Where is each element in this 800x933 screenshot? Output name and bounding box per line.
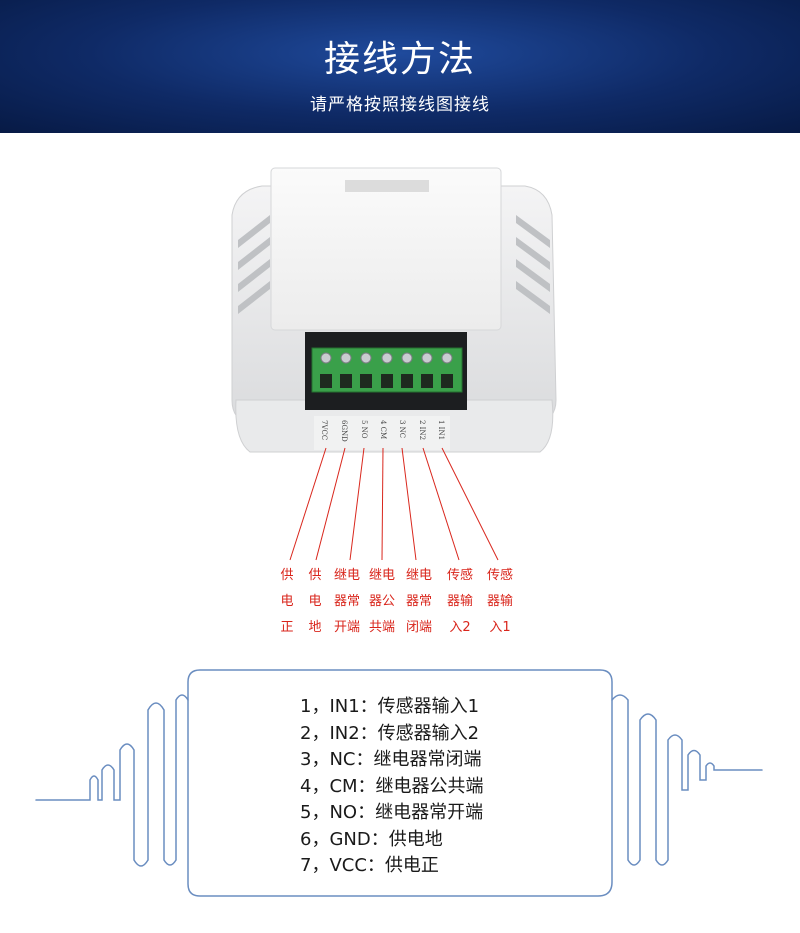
label-in1: 传感器输入1 (486, 568, 513, 635)
terminal-label-nc: 3 NC (398, 420, 406, 438)
terminal-label-strip (314, 416, 450, 450)
wiring-item-3: 3，NC：继电器常闭端 (300, 749, 482, 770)
label-gnd: 供电地 (308, 568, 322, 635)
terminal-label-no: 5 NO (360, 420, 368, 439)
frame-wave-right (611, 694, 763, 866)
terminal-label-in2: 2 IN2 (418, 420, 426, 440)
terminal-label-in1: 1 IN1 (437, 420, 445, 440)
terminal-label-vcc: 7VCC (320, 420, 328, 440)
wave-frame (35, 669, 763, 897)
label-in2: 传感器输入2 (446, 568, 473, 635)
terminal-slots (320, 374, 453, 388)
leader-lines (289, 447, 499, 561)
header-banner: 接线方法 请严格按照接线图接线 (0, 0, 800, 133)
page-subtitle: 请严格按照接线图接线 (310, 95, 490, 115)
frame-box (187, 669, 613, 897)
label-vcc: 供电正 (280, 568, 294, 635)
label-no: 继电器常开端 (333, 568, 360, 635)
terminal-descriptions: 供电正 供电地 继电器常开端 继电器公共端 继电器常闭端 传感器输入2 传感器输… (0, 563, 800, 643)
frame-wave-left (35, 694, 189, 867)
wiring-list: 1，IN1：传感器输入1 2，IN2：传感器输入2 3，NC：继电器常闭端 4，… (300, 694, 620, 880)
device-illustration: 7VCC 6GND 5 NO 4 CM 3 NC 2 IN2 1 IN1 (231, 167, 557, 561)
terminal-label-cm: 4 CM (379, 420, 387, 439)
device-cover (270, 167, 502, 331)
terminal-labels: 7VCC 6GND 5 NO 4 CM 3 NC 2 IN2 1 IN1 (320, 420, 445, 442)
label-cm: 继电器公共端 (368, 568, 395, 635)
label-nc: 继电器常闭端 (405, 568, 432, 635)
vent-left (238, 215, 270, 314)
wiring-item-6: 6，GND：供电地 (300, 828, 443, 850)
vent-right (516, 215, 550, 314)
wiring-item-5: 5，NO：继电器常开端 (300, 802, 484, 823)
wiring-item-7: 7，VCC：供电正 (300, 855, 439, 876)
terminal-label-gnd: 6GND (340, 420, 348, 442)
wiring-item-2: 2，IN2：传感器输入2 (300, 722, 480, 744)
terminal-screws (320, 352, 453, 364)
page-title: 接线方法 (323, 39, 476, 80)
wiring-item-4: 4，CM：继电器公共端 (300, 775, 484, 797)
wiring-item-1: 1，IN1：传感器输入1 (300, 696, 480, 717)
